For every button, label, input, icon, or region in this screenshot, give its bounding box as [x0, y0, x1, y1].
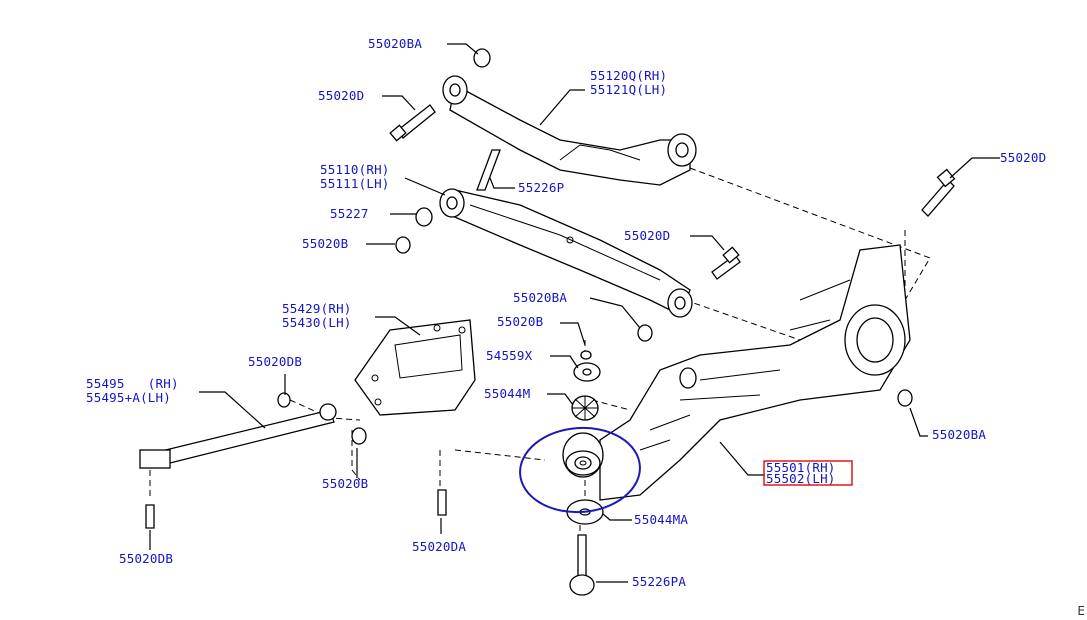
part-label-55020D[interactable]: 55020D	[624, 228, 671, 243]
upper-link-55120Q	[442, 75, 697, 186]
part-label-55227[interactable]: 55227	[330, 206, 369, 221]
bracket-55429	[354, 319, 476, 416]
part-label-54559X[interactable]: 54559X	[486, 348, 533, 363]
part-label-55044MA[interactable]: 55044MA	[634, 512, 689, 527]
part-label-55020BA[interactable]: 55020BA	[513, 290, 568, 305]
part-label-55120Q-rh[interactable]: 55120Q(RH)	[590, 68, 668, 83]
axle-member-55501	[599, 244, 911, 501]
assembly-dashed-lines	[149, 167, 931, 560]
part-label-55020BA[interactable]: 55020BA	[932, 427, 987, 442]
part-label-55226PA[interactable]: 55226PA	[632, 574, 687, 589]
part-label-55020DB[interactable]: 55020DB	[248, 354, 303, 369]
part-label-55020DA[interactable]: 55020DA	[412, 539, 467, 554]
bushing	[562, 432, 604, 478]
part-label-55044M[interactable]: 55044M	[484, 386, 531, 401]
part-label-55502-lh[interactable]: 55502(LH)	[766, 471, 836, 486]
part-label-55020D[interactable]: 55020D	[1000, 150, 1047, 165]
leader-lines	[149, 43, 1000, 583]
part-label-55020BA[interactable]: 55020BA	[368, 36, 423, 51]
corner-mark: E	[1077, 604, 1085, 618]
part-label-55020B[interactable]: 55020B	[302, 236, 349, 251]
part-label-55430-lh[interactable]: 55430(LH)	[282, 315, 352, 330]
part-label-55020B[interactable]: 55020B	[497, 314, 544, 329]
lower-link-55110	[439, 188, 693, 318]
lateral-rod-55495	[139, 403, 337, 469]
part-label-55020D[interactable]: 55020D	[318, 88, 365, 103]
part-label-55495A-lh[interactable]: 55495+A(LH)	[86, 390, 171, 405]
part-label-55111-lh[interactable]: 55111(LH)	[320, 176, 390, 191]
part-label-55110-rh[interactable]: 55110(RH)	[320, 162, 390, 177]
part-label-55501-rh[interactable]: 55501(RH)	[766, 460, 836, 475]
bolts	[145, 104, 956, 596]
part-label-55495-rh[interactable]: 55495 (RH)	[86, 376, 179, 391]
highlight-box	[763, 460, 853, 486]
part-label-55429-rh[interactable]: 55429(RH)	[282, 301, 352, 316]
part-label-55020B[interactable]: 55020B	[322, 476, 369, 491]
part-label-55020DB[interactable]: 55020DB	[119, 551, 174, 566]
part-label-55121Q-lh[interactable]: 55121Q(LH)	[590, 82, 668, 97]
part-label-55226P[interactable]: 55226P	[518, 180, 565, 195]
highlight-circle	[519, 426, 641, 514]
